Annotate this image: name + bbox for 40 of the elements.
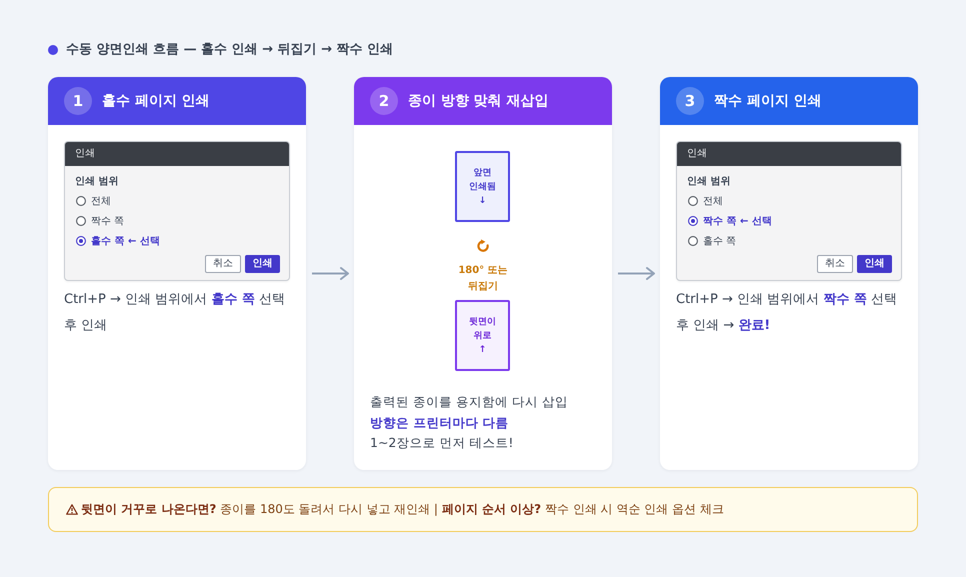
flip-caption: 180° 또는 뒤집기: [457, 264, 509, 294]
option-label: 홀수 쪽 ← 선택: [91, 235, 160, 248]
warning-banner: [48, 487, 918, 532]
step-card: [354, 77, 612, 470]
print-button: 인쇄: [857, 255, 892, 273]
dialog-title-bar: 인쇄: [677, 142, 901, 166]
option-label: 전체: [703, 195, 723, 208]
warning-text: 뒷면이 거꾸로 나온다면? 종이를 180도 돌려서 다시 넣고 재인쇄 | 페이지 순서 이상? 짝수 인쇄 시 역순 인쇄 옵션 체크: [81, 501, 724, 518]
step-description: Ctrl+P → 인쇄 범위에서 홀수 쪽 선택 후 인쇄: [64, 291, 286, 335]
step-description: 출력된 종이를 용지함에 다시 삽입: [370, 393, 569, 411]
diagram-title: 수동 양면인쇄 흐름 — 홀수 인쇄 → 뒤집기 → 짝수 인쇄: [66, 41, 394, 59]
paper-sheet: [455, 300, 510, 371]
section-heading: 인쇄 범위: [75, 175, 118, 189]
paper-label: 앞면 인쇄됨 ↓: [469, 166, 496, 208]
step-card: [48, 77, 306, 470]
paper-sheet: [455, 151, 510, 222]
paper-label: 뒷면이 위로 ↑: [469, 316, 496, 356]
step-note: 방향은 프린터마다 다름: [370, 414, 510, 432]
flow-arrow: [312, 267, 349, 280]
option-label: 전체: [91, 195, 111, 208]
section-heading: 인쇄 범위: [687, 175, 730, 189]
step-card: [660, 77, 918, 470]
cancel-button: 취소: [205, 255, 241, 273]
step-number-badge: 3: [676, 87, 704, 115]
print-dialog: [676, 141, 902, 281]
step-description: 1~2장으로 먼저 테스트!: [370, 434, 514, 452]
option-label: 짝수 쪽: [91, 215, 124, 228]
step-number-badge: 2: [370, 87, 398, 115]
option-label: 홀수 쪽: [703, 235, 736, 248]
print-button: 인쇄: [245, 255, 280, 273]
cancel-button: 취소: [817, 255, 853, 273]
step-title: 종이 방향 맞춰 재삽입: [408, 92, 549, 111]
step-title: 짝수 페이지 인쇄: [714, 92, 822, 111]
step-title: 홀수 페이지 인쇄: [102, 92, 210, 111]
flow-arrow: [618, 267, 655, 280]
dialog-title-bar: 인쇄: [65, 142, 289, 166]
step-number-badge: 1: [64, 87, 92, 115]
option-label: 짝수 쪽 ← 선택: [703, 215, 772, 228]
step-description: Ctrl+P → 인쇄 범위에서 짝수 쪽 선택 후 인쇄 → 완료!: [676, 291, 898, 335]
print-dialog: [64, 141, 290, 281]
